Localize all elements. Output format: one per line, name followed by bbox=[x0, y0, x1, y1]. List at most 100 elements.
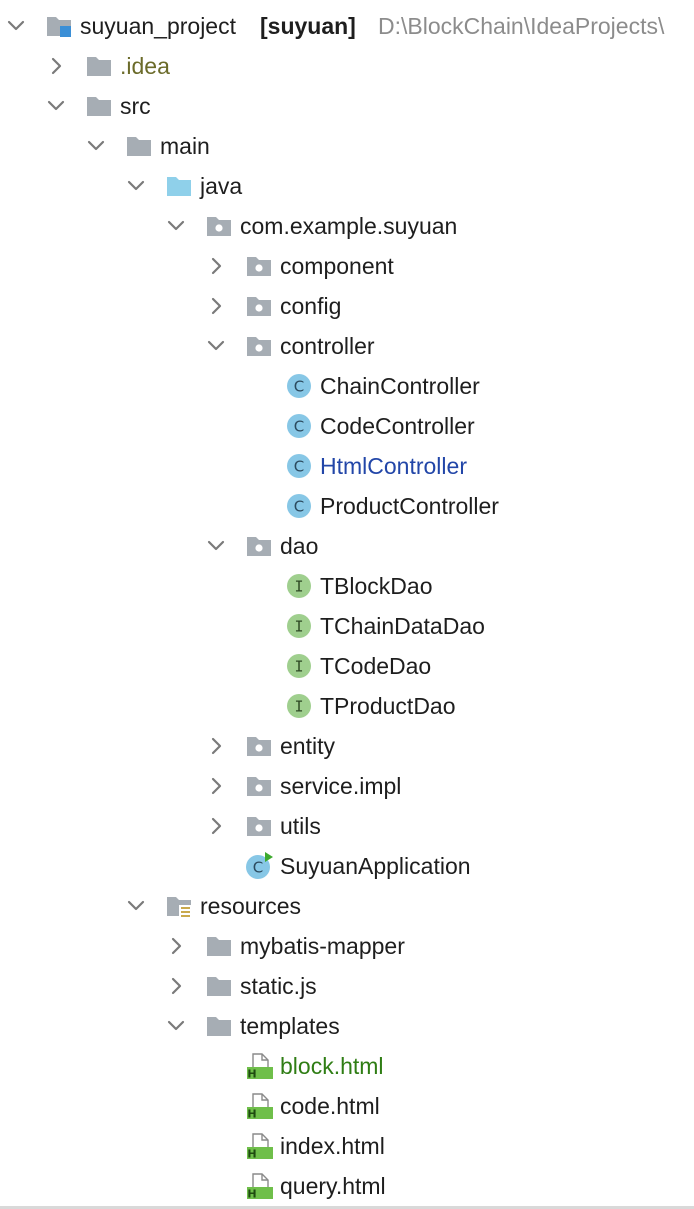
tree-node-project[interactable]: suyuan_project [suyuan] D:\BlockChain\Id… bbox=[0, 6, 694, 46]
project-tree: suyuan_project [suyuan] D:\BlockChain\Id… bbox=[0, 6, 694, 1206]
chevron-down-icon[interactable] bbox=[124, 174, 148, 198]
tree-node-label: utils bbox=[280, 813, 321, 839]
tree-node-src[interactable]: src bbox=[0, 86, 694, 126]
chevron-down-icon[interactable] bbox=[124, 894, 148, 918]
chevron-right-icon[interactable] bbox=[164, 974, 188, 998]
tree-node-static-js[interactable]: static.js bbox=[0, 966, 694, 1006]
tree-node-label: java bbox=[200, 173, 243, 199]
package-icon bbox=[204, 212, 234, 240]
tree-node-package[interactable]: com.example.suyuan bbox=[0, 206, 694, 246]
interface-icon bbox=[284, 692, 314, 720]
chevron-down-icon[interactable] bbox=[164, 1014, 188, 1038]
chevron-right-icon[interactable] bbox=[164, 934, 188, 958]
html-file-icon bbox=[244, 1132, 274, 1160]
tree-node-tchaindata-dao[interactable]: TChainDataDao bbox=[0, 606, 694, 646]
tree-node-label: static.js bbox=[240, 973, 317, 999]
tree-node-html-controller[interactable]: HtmlController bbox=[0, 446, 694, 486]
tree-node-block-html[interactable]: block.html bbox=[0, 1046, 694, 1086]
tree-node-label: controller bbox=[280, 333, 375, 359]
chevron-right-icon[interactable] bbox=[204, 294, 228, 318]
tree-node-suyuan-application[interactable]: SuyuanApplication bbox=[0, 846, 694, 886]
tree-node-idea[interactable]: .idea bbox=[0, 46, 694, 86]
project-path: D:\BlockChain\IdeaProjects\ bbox=[378, 13, 665, 39]
chevron-right-icon[interactable] bbox=[204, 814, 228, 838]
folder-icon bbox=[84, 92, 114, 120]
tree-node-code-controller[interactable]: CodeController bbox=[0, 406, 694, 446]
html-file-icon bbox=[244, 1092, 274, 1120]
tree-node-controller[interactable]: controller bbox=[0, 326, 694, 366]
tree-node-label: mybatis-mapper bbox=[240, 933, 405, 959]
tree-node-dao[interactable]: dao bbox=[0, 526, 694, 566]
tree-node-label: entity bbox=[280, 733, 335, 759]
tree-node-label: resources bbox=[200, 893, 301, 919]
resources-folder-icon bbox=[164, 892, 194, 920]
tree-node-query-html[interactable]: query.html bbox=[0, 1166, 694, 1206]
tree-node-label: src bbox=[120, 93, 151, 119]
package-icon bbox=[244, 732, 274, 760]
tree-node-mybatis-mapper[interactable]: mybatis-mapper bbox=[0, 926, 694, 966]
chevron-down-icon[interactable] bbox=[44, 94, 68, 118]
tree-node-tproduct-dao[interactable]: TProductDao bbox=[0, 686, 694, 726]
tree-node-service-impl[interactable]: service.impl bbox=[0, 766, 694, 806]
chevron-down-icon[interactable] bbox=[204, 534, 228, 558]
folder-icon bbox=[204, 972, 234, 1000]
folder-icon bbox=[204, 932, 234, 960]
tree-node-label: CodeController bbox=[320, 413, 475, 439]
package-icon bbox=[244, 772, 274, 800]
tree-node-label: SuyuanApplication bbox=[280, 853, 471, 879]
folder-icon bbox=[84, 52, 114, 80]
tree-node-label: TBlockDao bbox=[320, 573, 433, 599]
tree-node-label: block.html bbox=[280, 1053, 384, 1079]
tree-node-resources[interactable]: resources bbox=[0, 886, 694, 926]
tree-node-java[interactable]: java bbox=[0, 166, 694, 206]
html-file-icon bbox=[244, 1052, 274, 1080]
tree-node-tblock-dao[interactable]: TBlockDao bbox=[0, 566, 694, 606]
tree-node-label: component bbox=[280, 253, 394, 279]
tree-node-index-html[interactable]: index.html bbox=[0, 1126, 694, 1166]
chevron-right-icon[interactable] bbox=[204, 774, 228, 798]
tree-node-templates[interactable]: templates bbox=[0, 1006, 694, 1046]
tree-node-label: templates bbox=[240, 1013, 340, 1039]
chevron-down-icon[interactable] bbox=[4, 14, 28, 38]
folder-icon bbox=[204, 1012, 234, 1040]
chevron-down-icon[interactable] bbox=[204, 334, 228, 358]
tree-node-component[interactable]: component bbox=[0, 246, 694, 286]
tree-node-label: service.impl bbox=[280, 773, 402, 799]
chevron-right-icon[interactable] bbox=[44, 54, 68, 78]
tree-node-label: com.example.suyuan bbox=[240, 213, 458, 239]
project-name: suyuan_project bbox=[80, 13, 236, 39]
tree-node-label: query.html bbox=[280, 1173, 386, 1199]
tree-node-label: ProductController bbox=[320, 493, 499, 519]
package-icon bbox=[244, 292, 274, 320]
package-icon bbox=[244, 532, 274, 560]
source-folder-icon bbox=[164, 172, 194, 200]
tree-node-main[interactable]: main bbox=[0, 126, 694, 166]
tree-node-config[interactable]: config bbox=[0, 286, 694, 326]
class-icon bbox=[284, 492, 314, 520]
tree-node-label: .idea bbox=[120, 53, 170, 79]
tree-node-label: ChainController bbox=[320, 373, 480, 399]
tree-node-label: index.html bbox=[280, 1133, 385, 1159]
class-icon bbox=[284, 452, 314, 480]
tree-node-product-controller[interactable]: ProductController bbox=[0, 486, 694, 526]
tree-node-code-html[interactable]: code.html bbox=[0, 1086, 694, 1126]
class-icon bbox=[284, 412, 314, 440]
folder-icon bbox=[124, 132, 154, 160]
tree-node-label: HtmlController bbox=[320, 453, 467, 479]
chevron-down-icon[interactable] bbox=[164, 214, 188, 238]
chevron-right-icon[interactable] bbox=[204, 734, 228, 758]
tree-node-label: dao bbox=[280, 533, 319, 559]
tree-node-chain-controller[interactable]: ChainController bbox=[0, 366, 694, 406]
chevron-down-icon[interactable] bbox=[84, 134, 108, 158]
package-icon bbox=[244, 252, 274, 280]
project-module: [suyuan] bbox=[260, 13, 356, 39]
panel-bottom-border bbox=[0, 1206, 694, 1209]
tree-node-label: TProductDao bbox=[320, 693, 456, 719]
tree-node-label: config bbox=[280, 293, 342, 319]
chevron-right-icon[interactable] bbox=[204, 254, 228, 278]
tree-node-tcode-dao[interactable]: TCodeDao bbox=[0, 646, 694, 686]
tree-node-label: code.html bbox=[280, 1093, 380, 1119]
tree-node-utils[interactable]: utils bbox=[0, 806, 694, 846]
tree-node-entity[interactable]: entity bbox=[0, 726, 694, 766]
html-file-icon bbox=[244, 1172, 274, 1200]
